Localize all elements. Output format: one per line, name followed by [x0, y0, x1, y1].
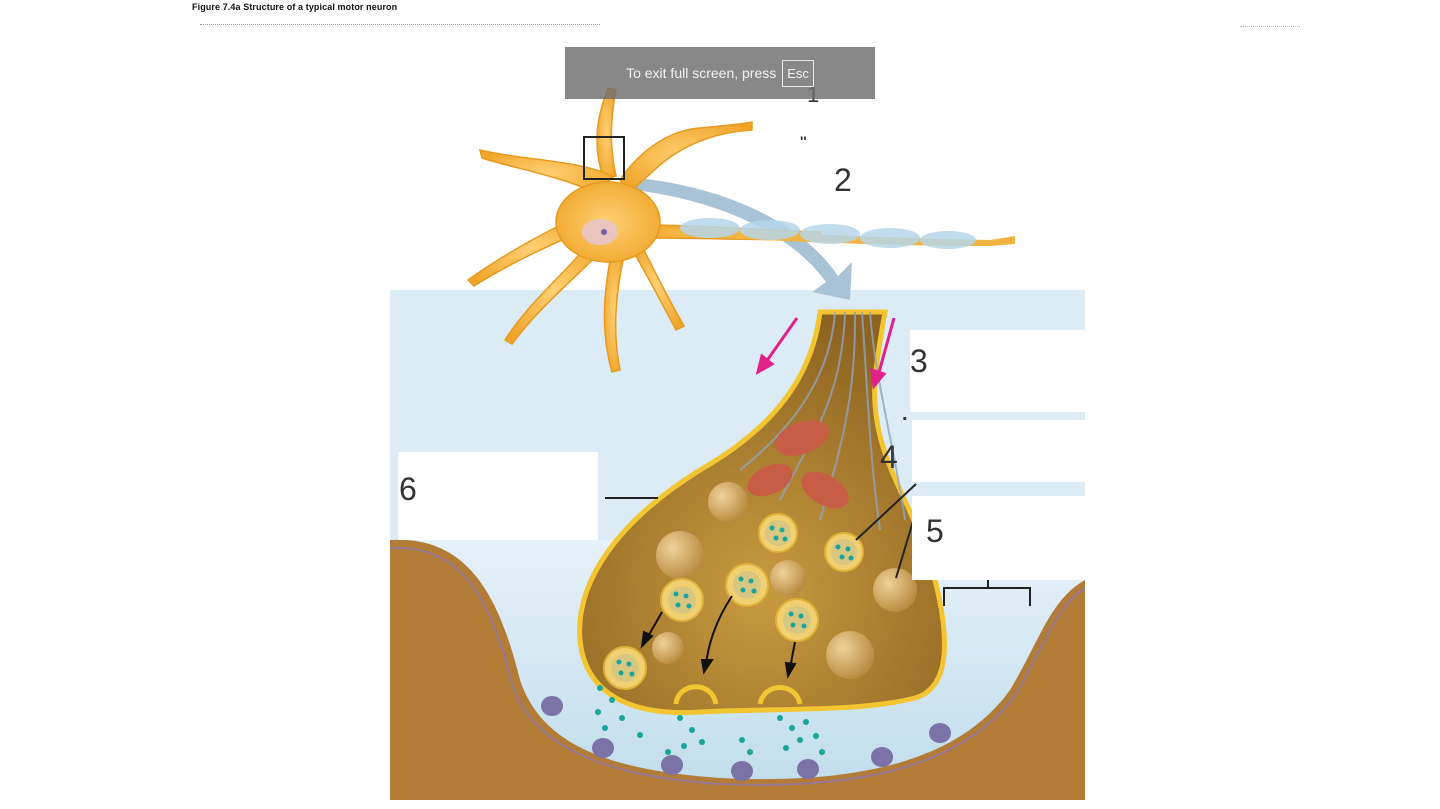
text-fragment-1: ''	[800, 133, 807, 149]
label-5: 5	[926, 513, 944, 549]
zoom-arrow	[634, 178, 852, 300]
label-leader-lines	[605, 483, 1031, 606]
synaptic-vesicles-empty	[652, 482, 917, 679]
label-box-3	[910, 330, 1085, 412]
faded-caption-mark	[1240, 26, 1300, 29]
fullscreen-exit-toast: To exit full screen, press Esc	[565, 47, 875, 99]
synaptic-vesicles-filled	[603, 513, 864, 690]
nucleus	[582, 219, 618, 245]
label-2: 2	[834, 162, 852, 198]
esc-key-hint[interactable]: Esc	[782, 59, 814, 87]
zoom-region-box	[583, 136, 625, 180]
label-box-2	[800, 148, 930, 208]
label-box-6	[398, 452, 598, 540]
faded-caption-line	[200, 24, 600, 31]
label-6: 6	[399, 471, 417, 507]
release-arrows	[640, 595, 797, 679]
label-box-5	[912, 496, 1085, 580]
muscle-fiber	[390, 539, 1085, 800]
exocytosis-pockets	[673, 684, 803, 705]
label-3: 3	[910, 343, 928, 379]
label-box-4	[912, 420, 1085, 482]
neurotransmitter-molecules	[595, 685, 825, 755]
figure-title: Figure 7.4a Structure of a typical motor…	[192, 2, 398, 12]
text-fragment-2: .	[902, 403, 908, 425]
receptors	[541, 696, 951, 781]
sarcolemma-line	[389, 546, 1086, 786]
label-4: 4	[880, 439, 898, 475]
toast-message: To exit full screen, press	[626, 65, 777, 81]
impulse-arrows	[755, 317, 896, 390]
nucleolus	[601, 229, 607, 235]
mitochondria	[747, 420, 849, 509]
axon	[680, 218, 1015, 249]
